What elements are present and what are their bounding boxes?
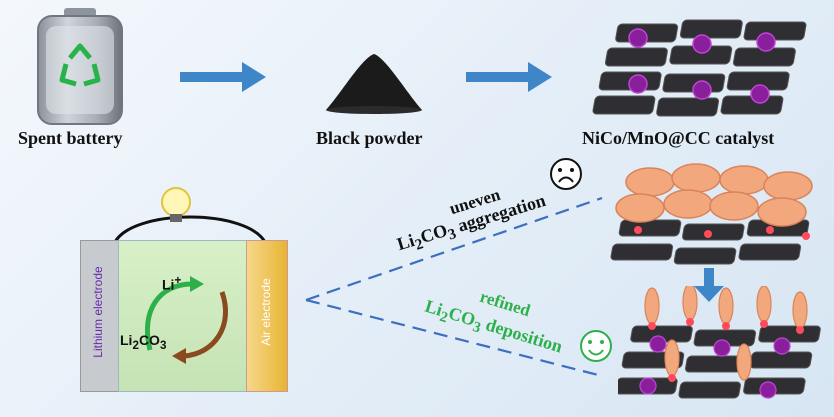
catalyst-label: NiCo/MnO@CC catalyst — [582, 128, 775, 148]
down-arrow — [694, 268, 724, 302]
light-bulb-icon — [161, 187, 191, 222]
reaction-cycle-arrows — [144, 276, 229, 364]
lithium-electrode — [80, 240, 120, 392]
process-arrow-1 — [180, 62, 266, 92]
air-electrode — [246, 240, 288, 392]
black-powder-icon — [326, 54, 422, 114]
spent-battery-icon — [37, 8, 123, 125]
li-ion-label: Li+ — [162, 274, 182, 293]
process-arrow-2 — [466, 62, 552, 92]
uneven-aggregation-cloth — [610, 163, 813, 265]
spent-battery-label: Spent battery — [18, 128, 123, 148]
refined-deposition-cloth — [618, 286, 821, 399]
black-powder-label: Black powder — [316, 128, 423, 148]
external-circuit-wire — [112, 215, 268, 245]
catalyst-carbon-cloth-icon — [592, 19, 807, 117]
sad-face-icon — [550, 158, 582, 190]
happy-face-icon — [580, 330, 612, 362]
li2co3-product-label: Li2CO3 — [120, 332, 167, 352]
